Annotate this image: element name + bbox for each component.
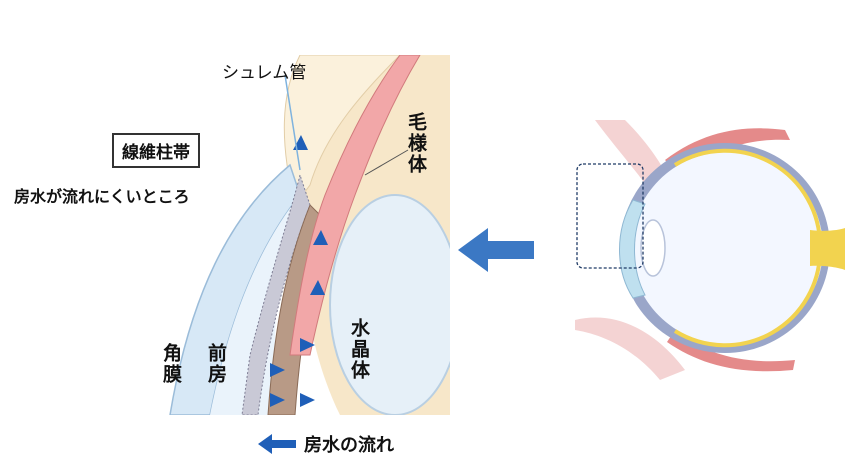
flow-arrow-icon xyxy=(258,434,296,454)
cornea-label: 角膜 xyxy=(160,343,182,385)
flow-arrows xyxy=(270,135,328,407)
whole-eye-diagram xyxy=(575,120,845,380)
legend: 房水の流れ xyxy=(258,431,394,457)
trabecular-meshwork-shape xyxy=(241,173,311,415)
legend-label: 房水の流れ xyxy=(304,435,394,456)
lens-label: 水晶体 xyxy=(348,318,370,381)
schlemm-pointer xyxy=(284,74,301,171)
ciliary-body-shape xyxy=(289,55,421,356)
lens-small xyxy=(640,219,666,277)
anterior-chamber-label: 前房 xyxy=(205,343,227,385)
schlemm-canal-label: シュレム管 xyxy=(222,63,307,83)
anterior-chamber-shape xyxy=(210,195,300,415)
ciliary-body-label: 毛様体 xyxy=(405,112,427,175)
anterior-chamber-detail-diagram xyxy=(150,55,450,415)
ciliary-pointer xyxy=(364,149,409,176)
big-left-arrow-icon xyxy=(458,228,534,272)
lens-shape xyxy=(329,194,450,415)
zoom-region-box xyxy=(576,163,644,269)
poor-outflow-label: 房水が流れにくいところ xyxy=(14,187,190,206)
eyeball-inner xyxy=(631,152,823,344)
eyelid-lower xyxy=(575,317,685,380)
cornea-small xyxy=(619,199,646,299)
sclera-band xyxy=(283,55,401,207)
optic-nerve xyxy=(810,228,845,270)
trabecular-meshwork-label: 線維柱帯 xyxy=(112,133,200,168)
